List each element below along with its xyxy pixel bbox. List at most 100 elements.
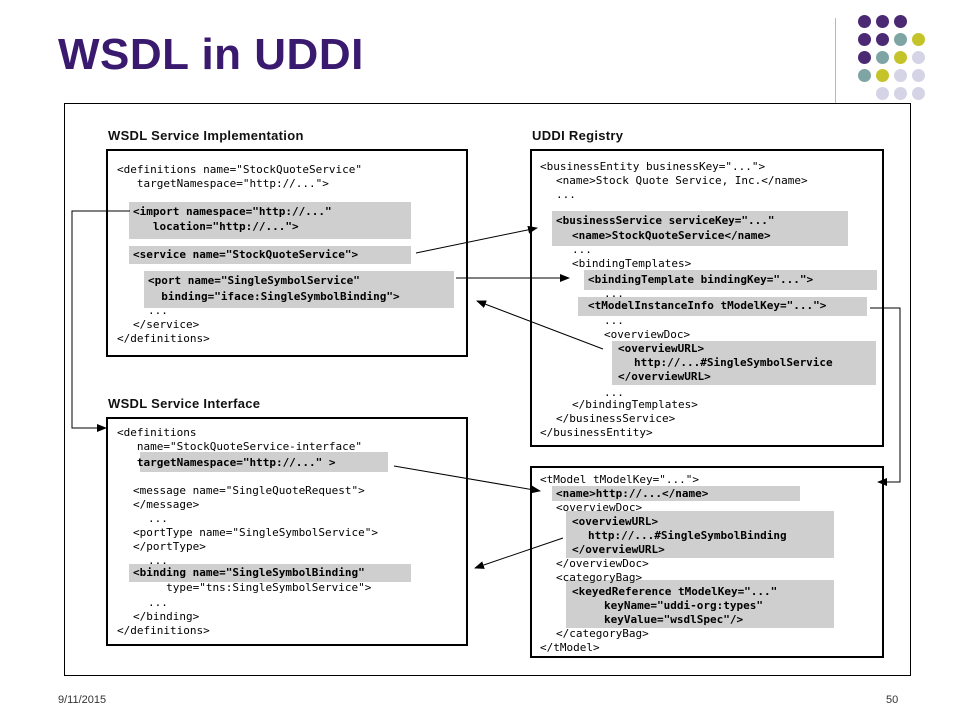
registry-line: http://...#SingleSymbolService — [634, 356, 833, 369]
interface-section-title: WSDL Service Interface — [108, 396, 261, 411]
slide-page-number: 50 — [886, 694, 899, 706]
port-highlight — [144, 271, 454, 308]
decorative-dot — [894, 33, 907, 46]
registry-line: </bindingTemplates> — [572, 398, 698, 411]
impl-line: </definitions> — [117, 332, 210, 345]
business-service-highlight — [552, 211, 848, 246]
interface-line: <definitions — [117, 426, 197, 439]
decorative-dot — [876, 87, 889, 100]
decorative-dot — [876, 15, 889, 28]
decorative-dot — [858, 51, 871, 64]
tmodel-line: <keyedReference tModelKey="..." — [572, 585, 778, 598]
interface-line: name="StockQuoteService-interface" — [117, 440, 363, 453]
decorative-dot — [894, 87, 907, 100]
registry-line: </businessEntity> — [540, 426, 653, 439]
decorative-dot — [894, 51, 907, 64]
binding-template-highlight — [584, 270, 877, 290]
impl-line: location="http://..."> — [133, 220, 299, 233]
impl-line: </service> — [133, 318, 200, 331]
decorative-dot — [858, 69, 871, 82]
decorative-dot — [912, 51, 925, 64]
tmodel-overview-highlight — [566, 511, 834, 558]
impl-line: <port name="SingleSymbolService" — [148, 274, 360, 287]
tmodel-line: <categoryBag> — [556, 571, 643, 584]
slide-title: WSDL in UDDI — [58, 30, 364, 79]
interface-line: type="tns:SingleSymbolService"> — [133, 581, 372, 594]
impl-line: <definitions name="StockQuoteService" — [117, 163, 363, 176]
interface-line: ... — [148, 596, 168, 609]
registry-line: ... — [556, 188, 576, 201]
arrow-overview-url-to-port — [476, 300, 604, 350]
tmodel-line: </overviewURL> — [572, 543, 665, 556]
arrow-tmodel-instance-to-tmodel — [870, 307, 901, 486]
decorative-dot — [894, 69, 907, 82]
import-highlight — [129, 202, 411, 239]
tmodel-line: <tModel tModelKey="..."> — [540, 473, 699, 486]
tmodel-name-highlight — [552, 486, 800, 501]
arrow-target-namespace-to-tmodel-name — [393, 465, 541, 494]
decorative-dot — [876, 33, 889, 46]
decorative-dot — [912, 33, 925, 46]
service-highlight — [129, 246, 411, 264]
impl-line: <service name="StockQuoteService"> — [133, 248, 359, 261]
registry-line: <name>Stock Quote Service, Inc.</name> — [556, 174, 808, 187]
registry-line: ... — [604, 314, 624, 327]
tmodel-line: <overviewDoc> — [556, 501, 643, 514]
registry-line: ... — [604, 386, 624, 399]
tmodel-line: http://...#SingleSymbolBinding — [588, 529, 787, 542]
decorative-dot — [876, 51, 889, 64]
slide-date: 9/11/2015 — [58, 694, 107, 706]
registry-line: ... — [604, 287, 624, 300]
arrow-tmodel-overview-to-binding — [474, 537, 564, 569]
interface-line: </definitions> — [117, 624, 210, 637]
impl-line: <import namespace="http://..." — [133, 205, 332, 218]
interface-line: </message> — [133, 498, 200, 511]
registry-section-title: UDDI Registry — [532, 128, 624, 143]
interface-line: </binding> — [133, 610, 200, 623]
keyed-reference-highlight — [566, 580, 834, 628]
tmodel-line: keyValue="wsdlSpec"/> — [604, 613, 744, 626]
registry-line: ... — [572, 243, 592, 256]
interface-line: <binding name="SingleSymbolBinding" — [133, 566, 365, 579]
registry-line: </overviewURL> — [618, 370, 711, 383]
interface-line: <message name="SingleQuoteRequest"> — [133, 484, 365, 497]
impl-line: binding="iface:SingleSymbolBinding"> — [148, 290, 400, 303]
registry-line: <name>StockQuoteService</name> — [572, 229, 771, 242]
interface-line: </portType> — [133, 540, 206, 553]
interface-line: ... — [148, 554, 168, 567]
registry-line: <overviewDoc> — [604, 328, 691, 341]
decorative-dot — [858, 15, 871, 28]
registry-line: <bindingTemplates> — [572, 257, 692, 270]
impl-line: ... — [148, 304, 168, 317]
tmodel-line: keyName="uddi-org:types" — [604, 599, 763, 612]
registry-line: <businessEntity businessKey="..."> — [540, 160, 766, 173]
target-namespace-highlight — [140, 452, 388, 472]
tmodel-instance-highlight — [578, 297, 867, 316]
tmodel-line: </categoryBag> — [556, 627, 649, 640]
interface-line: ... — [148, 512, 168, 525]
interface-line: targetNamespace="http://..." > — [117, 456, 336, 469]
decorative-dot — [876, 69, 889, 82]
registry-line: <bindingTemplate bindingKey="..."> — [588, 273, 814, 286]
tmodel-line: </overviewDoc> — [556, 557, 649, 570]
registry-line: <tModelInstanceInfo tModelKey="..."> — [588, 299, 827, 312]
registry-line: </businessService> — [556, 412, 676, 425]
tmodel-line: <name>http://...</name> — [556, 487, 709, 500]
overview-url-highlight — [612, 341, 876, 385]
impl-section-title: WSDL Service Implementation — [108, 128, 304, 143]
tmodel-line: </tModel> — [540, 641, 600, 654]
registry-line: <businessService serviceKey="..." — [556, 214, 775, 227]
interface-line: <portType name="SingleSymbolService"> — [133, 526, 379, 539]
arrow-import-to-interface — [71, 210, 130, 432]
arrow-service-to-business-service — [415, 225, 538, 254]
registry-line: <overviewURL> — [618, 342, 705, 355]
tmodel-line: <overviewURL> — [572, 515, 659, 528]
binding-highlight — [129, 564, 411, 582]
decorative-dot — [894, 15, 907, 28]
decorative-dot — [912, 87, 925, 100]
decorative-dot — [912, 69, 925, 82]
decorative-dot — [858, 33, 871, 46]
impl-line: targetNamespace="http://..."> — [117, 177, 329, 190]
title-divider — [835, 18, 836, 113]
